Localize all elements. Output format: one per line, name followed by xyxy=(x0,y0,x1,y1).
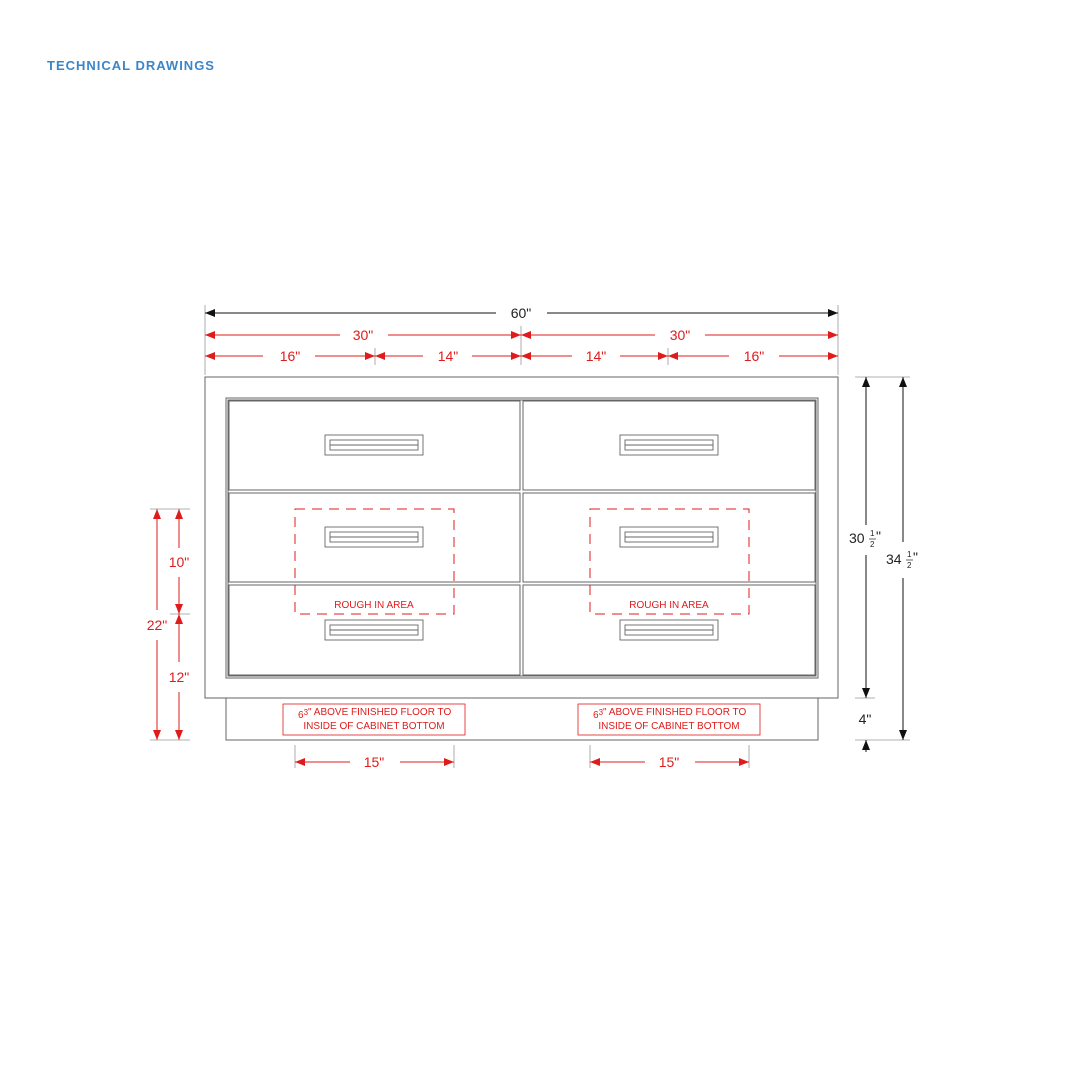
handle-icon xyxy=(324,619,424,641)
drawer-middle-right xyxy=(522,492,816,583)
left-total-label: 22" xyxy=(147,617,168,633)
half-width-left-label: 30" xyxy=(353,327,374,343)
left-height-dimensions: 10" 22" 12" xyxy=(147,508,190,741)
left-lower-label: 12" xyxy=(169,669,190,685)
drawer-bottom-left xyxy=(228,584,521,676)
total-height-label: 34 1 2 " xyxy=(886,549,918,570)
handle-icon xyxy=(619,434,719,456)
rough-in-area-left xyxy=(294,508,455,615)
half-width-right-label: 30" xyxy=(670,327,691,343)
floor-note-right: 63" ABOVE FINISHED FLOOR TO INSIDE OF CA… xyxy=(577,703,761,736)
handle-icon xyxy=(324,434,424,456)
drawer-bottom-right xyxy=(522,584,816,676)
svg-text:34: 34 xyxy=(886,551,902,567)
left-upper-label: 10" xyxy=(169,554,190,570)
floor-note-left: 63" ABOVE FINISHED FLOOR TO INSIDE OF CA… xyxy=(282,703,466,736)
segment-2-label: 14" xyxy=(438,348,459,364)
rough-in-areas xyxy=(294,508,750,615)
overall-width-dimension: 60" xyxy=(205,305,838,321)
floor-note-left-line2: INSIDE OF CABINET BOTTOM xyxy=(303,721,444,732)
segment-1-label: 16" xyxy=(280,348,301,364)
floor-note-right-line2: INSIDE OF CABINET BOTTOM xyxy=(598,721,739,732)
svg-text:": " xyxy=(876,528,881,544)
rough-in-area-right xyxy=(589,508,750,615)
drawer-top-left xyxy=(228,400,521,491)
rough-width-left-label: 15" xyxy=(364,754,385,770)
svg-text:": " xyxy=(913,549,918,565)
top-dimensions: 60" 30" 30" 16" 14" 14" 16" xyxy=(204,305,839,375)
svg-text:63" ABOVE FINISHED FLOOR TO: 63" ABOVE FINISHED FLOOR TO xyxy=(298,707,451,721)
segment-3-label: 14" xyxy=(586,348,607,364)
rough-in-label-right: ROUGH IN AREA xyxy=(629,600,709,611)
right-height-dimensions: 30 1 2 " 34 1 2 " 4" xyxy=(849,376,918,752)
handle-icon xyxy=(619,619,719,641)
cabinet-height-label: 30 1 2 " xyxy=(849,528,881,549)
rough-width-right-label: 15" xyxy=(659,754,680,770)
cabinet-body xyxy=(204,376,839,741)
overall-width-label: 60" xyxy=(511,305,532,321)
svg-text:63" ABOVE FINISHED FLOOR TO: 63" ABOVE FINISHED FLOOR TO xyxy=(593,707,746,721)
rough-in-label-left: ROUGH IN AREA xyxy=(334,600,414,611)
drawer-handles xyxy=(324,434,719,641)
svg-text:2: 2 xyxy=(907,561,912,570)
rough-in-width-dimensions: 15" 15" xyxy=(294,745,750,770)
handle-icon xyxy=(324,526,424,548)
svg-text:30: 30 xyxy=(849,530,865,546)
svg-text:1: 1 xyxy=(907,550,912,559)
page-title: TECHNICAL DRAWINGS xyxy=(47,58,215,73)
handle-icon xyxy=(619,526,719,548)
drawer-top-right xyxy=(522,400,816,491)
svg-text:1: 1 xyxy=(870,529,875,538)
drawer-middle-left xyxy=(228,492,521,583)
drawer-fronts xyxy=(228,400,816,676)
segment-4-label: 16" xyxy=(744,348,765,364)
toe-kick-label: 4" xyxy=(859,711,872,727)
svg-text:2: 2 xyxy=(870,540,875,549)
